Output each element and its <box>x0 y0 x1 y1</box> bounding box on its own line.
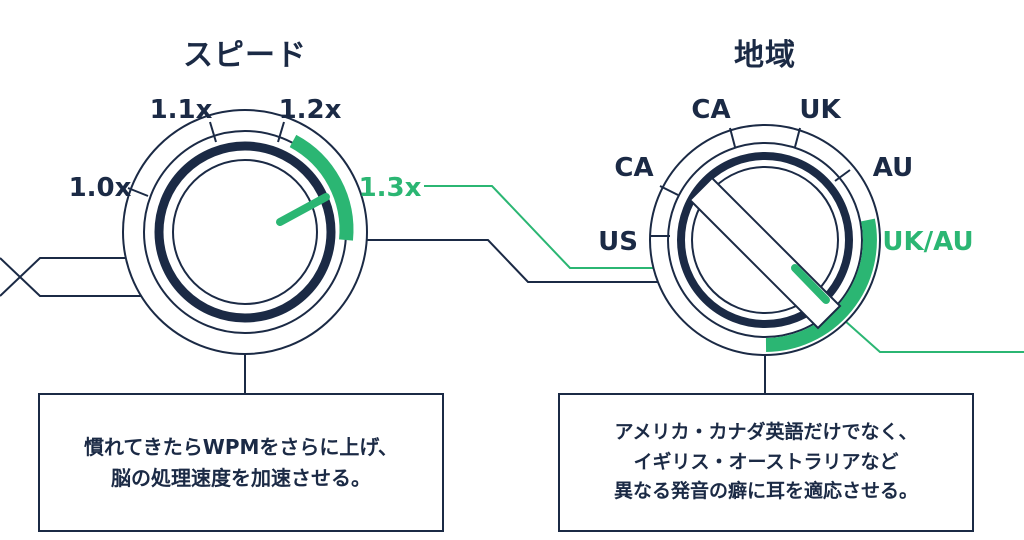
speed-title: スピード <box>183 38 307 73</box>
speed-option-1-3x[interactable]: 1.3x <box>358 173 422 203</box>
speed-pointer <box>276 193 330 226</box>
region-caption-line-2: イギリス・オーストラリアなど <box>633 450 899 473</box>
region-tick <box>659 185 679 196</box>
region-tick <box>729 127 736 148</box>
region-knob-scale-ring <box>667 142 863 338</box>
region-caption-line-3: 異なる発音の癖に耳を適応させる。 <box>613 480 918 503</box>
speed-caption-line-2: 脳の処理速度を加速させる。 <box>111 465 371 490</box>
region-caption-line-1: アメリカ・カナダ英語だけでなく、 <box>614 421 918 444</box>
region-active-arc <box>765 218 877 352</box>
speed-tick <box>127 187 149 197</box>
speed-caption-line-1: 慣れてきたらWPMをさらに上げ、 <box>83 434 399 459</box>
speed-tick <box>277 121 285 143</box>
region-caption-box: アメリカ・カナダ英語だけでなく、 イギリス・オーストラリアなど 異なる発音の癖に… <box>558 393 974 532</box>
speed-knob[interactable] <box>122 109 368 393</box>
region-tick <box>794 127 801 148</box>
region-title: 地域 <box>734 38 796 73</box>
region-option-ca-upper[interactable]: CA <box>691 95 731 125</box>
region-option-uk-au[interactable]: UK/AU <box>882 227 974 257</box>
speed-knob-inner-ring <box>172 159 318 305</box>
region-option-ca[interactable]: CA <box>614 153 654 183</box>
region-option-uk[interactable]: UK <box>799 95 841 125</box>
speed-active-arc <box>289 134 354 241</box>
speed-option-1-1x[interactable]: 1.1x <box>149 95 213 125</box>
knob-link-lines <box>365 185 1024 353</box>
region-option-au[interactable]: AU <box>872 153 914 183</box>
region-grip-bar <box>688 176 842 330</box>
speed-caption-box: 慣れてきたらWPMをさらに上げ、 脳の処理速度を加速させる。 <box>38 393 444 532</box>
speed-tick <box>209 121 217 143</box>
region-tick <box>834 169 851 182</box>
speed-input-lines <box>0 257 150 297</box>
speed-knob-dial <box>154 141 336 323</box>
region-knob-inner-ring <box>691 166 839 314</box>
region-pointer <box>791 264 830 304</box>
speed-option-1-0x[interactable]: 1.0x <box>68 173 132 203</box>
region-knob[interactable] <box>649 124 881 393</box>
region-option-us[interactable]: US <box>598 227 638 257</box>
speed-option-1-2x[interactable]: 1.2x <box>278 95 342 125</box>
